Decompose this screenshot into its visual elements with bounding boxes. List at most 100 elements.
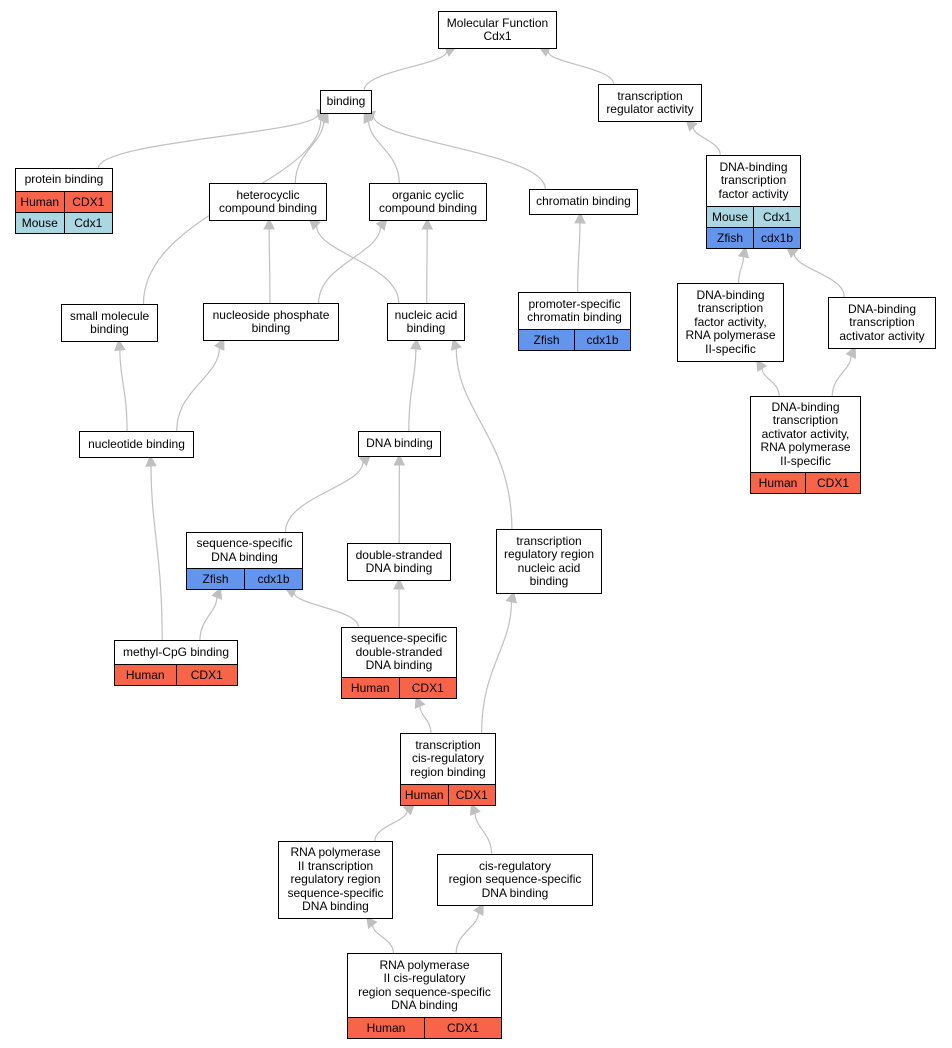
go-term-label: transcription regulatory region nucleic … <box>503 533 595 588</box>
gene-cell: cdx1b <box>244 569 302 589</box>
arrowhead-icon <box>473 903 484 916</box>
go-term-node-heterocyclic: heterocyclic compound binding <box>209 183 327 221</box>
edge-organic_cyclic-to-binding <box>368 120 400 184</box>
go-term-node-trr-na: transcription regulatory region nucleic … <box>496 529 602 594</box>
go-term-label: RNA polymerase II cis-regulatory region … <box>358 957 491 1012</box>
go-term-label: sequence-specific DNA binding <box>196 536 293 564</box>
arrowhead-icon <box>213 338 225 351</box>
edge-dbtaa-to-dbtfa <box>793 253 845 298</box>
edge-tra-to-mf <box>547 51 615 85</box>
go-term-label: transcription cis-regulatory region bind… <box>410 737 486 779</box>
edge-seq_specific_ds-to-seq_specific <box>293 592 359 628</box>
edge-chromatin-to-binding <box>372 115 546 190</box>
edge-heterocyclic-to-binding <box>294 121 325 184</box>
go-term-label: heterocyclic compound binding <box>218 187 318 215</box>
go-term-label: Molecular Function Cdx1 <box>446 15 549 43</box>
edge-nucleic_acid-to-heterocyclic <box>315 225 400 304</box>
species-cell: Human <box>125 668 165 682</box>
go-term-label: transcription regulator activity <box>606 88 694 116</box>
edge-nucleoside_phosphate-to-heterocyclic <box>268 228 271 304</box>
go-term-node-nucleotide: nucleotide binding <box>79 431 194 458</box>
go-term-node-small-molecule: small molecule binding <box>61 304 158 342</box>
arrowhead-icon <box>505 590 517 604</box>
edge-dbtaa_pol2-to-dbtfa_pol2 <box>761 368 780 397</box>
species-cell: Mouse <box>711 210 749 224</box>
go-term-node-dbtfa-pol2: DNA-binding transcription factor activit… <box>677 283 784 362</box>
edge-dbtaa_pol2-to-dbtaa <box>831 356 852 397</box>
arrowhead-icon <box>211 586 223 600</box>
go-term-label: organic cyclic compound binding <box>378 187 478 215</box>
arrowhead-icon <box>421 217 434 230</box>
edge-rnap2_crr-to-crr_ss <box>455 912 480 954</box>
species-cell: Zfish <box>533 333 560 347</box>
edge-trr_na-to-nucleic_acid <box>455 348 513 530</box>
edge-binding-to-mf <box>363 50 448 91</box>
go-term-node-dbtfa: DNA-binding transcription factor activit… <box>706 155 801 249</box>
gene-cell: CDX1 <box>447 785 496 805</box>
edge-seq_specific-to-dna_binding <box>284 461 364 533</box>
arrowhead-icon <box>263 217 275 230</box>
arrowhead-icon <box>756 359 768 372</box>
arrowhead-icon <box>469 802 481 816</box>
species-cell: Human <box>366 1021 406 1035</box>
go-term-label: sequence-specific double-stranded DNA bi… <box>350 631 448 673</box>
go-term-node-tra: transcription regulator activity <box>598 84 702 122</box>
go-term-node-mf: Molecular Function Cdx1 <box>438 11 557 49</box>
go-term-label: DNA-binding transcription activator acti… <box>839 301 925 343</box>
go-term-label: binding <box>326 94 366 109</box>
edge-rnap2_crr-to-rnap2_trr <box>372 924 394 954</box>
arrowhead-icon <box>574 211 586 224</box>
species-cell: Mouse <box>21 216 58 230</box>
go-term-node-binding: binding <box>320 90 372 114</box>
go-term-label: chromatin binding <box>536 194 631 209</box>
gene-cell: Cdx1 <box>753 207 800 227</box>
edge-tcrr-to-seq_specific_ds <box>419 706 432 734</box>
species-gene-row: Human CDX1 <box>348 1017 501 1038</box>
go-term-label: DNA-binding transcription factor activit… <box>718 159 789 201</box>
go-term-node-tcrr: transcription cis-regulatory region bind… <box>400 733 496 806</box>
go-term-label: DNA binding <box>366 436 433 451</box>
edge-dna_binding-to-nucleic_acid <box>408 348 417 432</box>
arrowhead-icon <box>414 695 426 709</box>
go-term-node-nucleoside-phosphate: nucleoside phosphate binding <box>203 303 339 341</box>
edge-crr_ss-to-tcrr <box>474 813 493 855</box>
species-gene-row: Mouse Cdx1 <box>707 206 800 227</box>
arrowhead-icon <box>393 453 406 466</box>
gene-cell: CDX1 <box>175 665 238 685</box>
go-term-node-rnap2-crr: RNA polymerase II cis-regulatory region … <box>347 953 502 1039</box>
gene-cell: cdx1b <box>574 330 630 350</box>
edge-promoter_specific-to-chromatin <box>577 222 581 293</box>
go-term-label: nucleoside phosphate binding <box>212 307 330 335</box>
edge-dbtfa_pol2-to-dbtfa <box>737 256 745 284</box>
species-cell: Zfish <box>716 231 743 245</box>
gene-cell: CDX1 <box>805 473 860 493</box>
edge-tcrr-to-trr_na <box>481 601 513 734</box>
species-cell: Human <box>404 788 444 802</box>
edge-nucleoside_phosphate-to-organic_cyclic <box>318 226 382 304</box>
go-term-label: RNA polymerase II transcription regulato… <box>287 845 384 914</box>
species-cell: Human <box>350 681 390 695</box>
go-term-node-dbtaa: DNA-binding transcription activator acti… <box>828 297 936 349</box>
arrowhead-icon <box>145 454 157 467</box>
edge-methyl_cpg-to-seq_specific <box>199 597 218 641</box>
arrowhead-icon <box>410 337 422 350</box>
arrowhead-icon <box>365 916 378 929</box>
gene-cell: CDX1 <box>424 1018 501 1038</box>
go-term-node-organic-cyclic: organic cyclic compound binding <box>369 183 487 221</box>
species-cell: Human <box>20 195 60 209</box>
gene-cell: CDX1 <box>63 192 113 212</box>
species-gene-row: Human CDX1 <box>115 664 237 685</box>
go-term-label: small molecule binding <box>69 308 150 336</box>
go-term-label: nucleotide binding <box>88 436 185 451</box>
